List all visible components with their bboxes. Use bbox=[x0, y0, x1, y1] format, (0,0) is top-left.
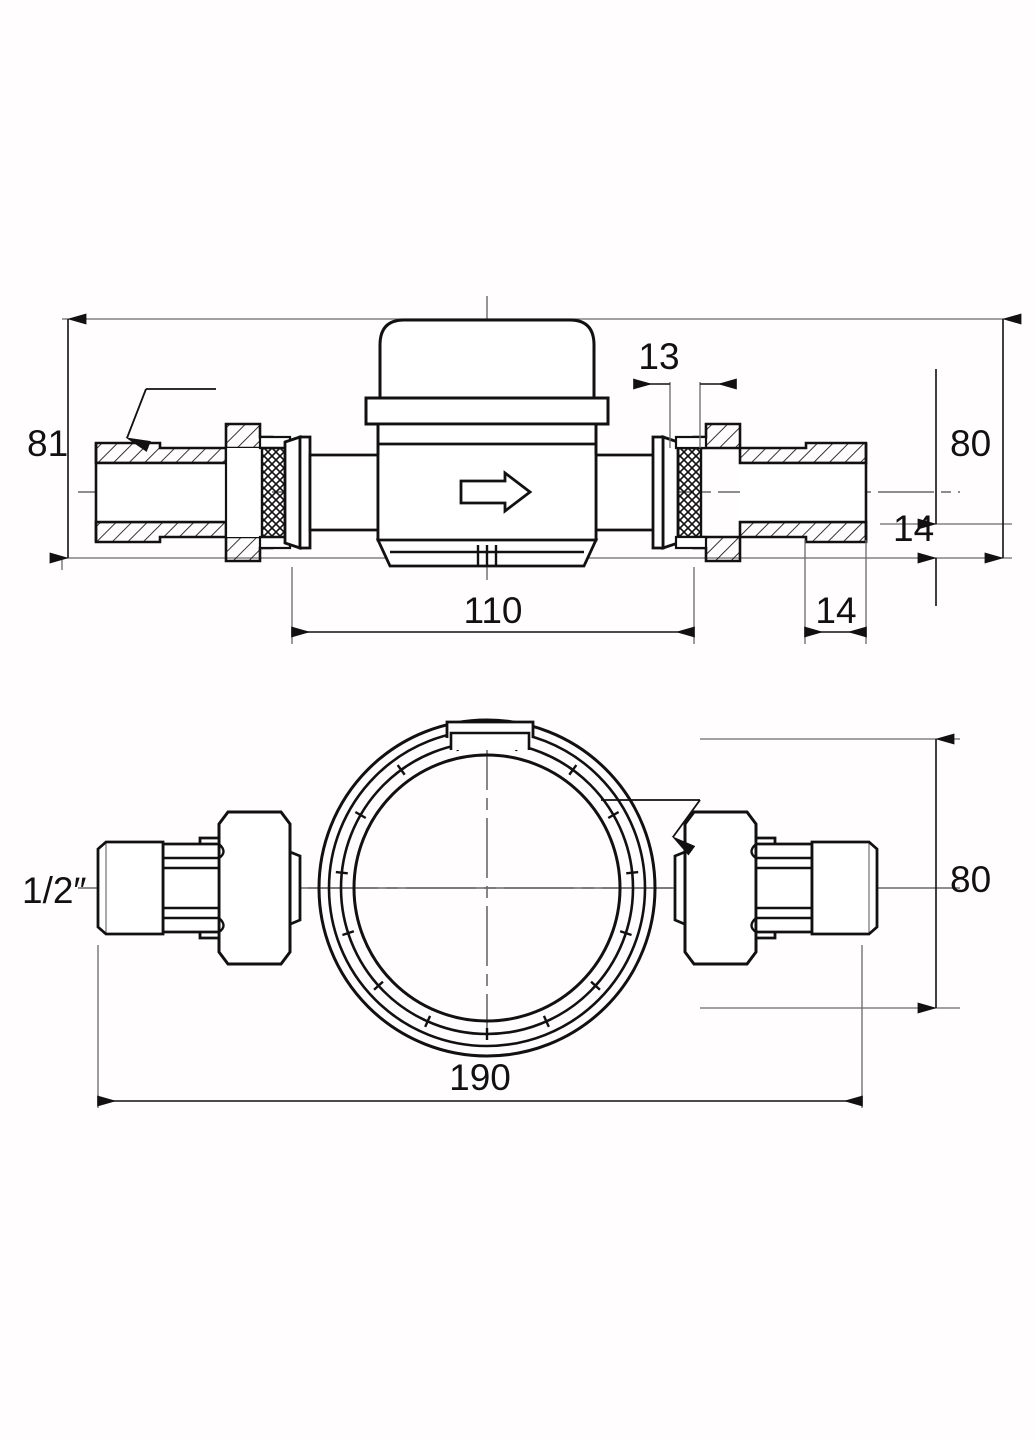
dimension-110-label: 110 bbox=[464, 590, 523, 631]
plan-view: 1/2″ 80 190 bbox=[22, 718, 991, 1108]
dimension-81-label: 81 bbox=[27, 423, 68, 464]
leader-line-plan bbox=[601, 799, 701, 856]
right-body-socket bbox=[651, 435, 680, 550]
left-body-socket bbox=[283, 435, 312, 550]
left-union-nut bbox=[224, 422, 292, 563]
extension-lines-plan bbox=[97, 738, 960, 1108]
dimension-190-label: 190 bbox=[449, 1057, 511, 1098]
flow-direction-arrow bbox=[459, 470, 533, 514]
register-housing bbox=[364, 318, 610, 568]
left-tailpiece bbox=[94, 441, 228, 544]
thread-size-callout: 1/2″ bbox=[22, 870, 87, 911]
register-flange bbox=[364, 396, 610, 426]
register-top-tab bbox=[445, 720, 535, 750]
dimension-13-label: 13 bbox=[638, 336, 679, 377]
dimension-80-elevation: 80 bbox=[950, 313, 1022, 564]
leader-line-elevation bbox=[125, 388, 216, 452]
dimension-14-vertical: 14 bbox=[893, 369, 937, 606]
sectional-elevation-view: 81 13 80 14 bbox=[27, 296, 1022, 644]
dimension-80-plan: 80 bbox=[917, 733, 991, 1014]
thread-size-label: 1/2″ bbox=[22, 870, 87, 911]
dimension-80-elevation-label: 80 bbox=[950, 423, 991, 464]
dimension-81: 81 bbox=[27, 313, 87, 564]
left-gasket bbox=[260, 446, 287, 539]
left-tailpiece-plan bbox=[96, 840, 225, 936]
dimension-14-vertical-label: 14 bbox=[893, 508, 934, 549]
right-tailpiece-plan bbox=[750, 840, 879, 936]
dimension-14-horizontal: 14 bbox=[804, 540, 867, 644]
dimension-80-plan-label: 80 bbox=[950, 859, 991, 900]
right-gasket bbox=[676, 446, 703, 539]
right-tailpiece bbox=[738, 441, 868, 544]
seal-notch bbox=[390, 545, 584, 566]
dimension-110: 110 bbox=[291, 567, 695, 644]
dimension-190: 190 bbox=[97, 1057, 863, 1107]
dimension-14-horizontal-label: 14 bbox=[815, 590, 856, 631]
dimension-13: 13 bbox=[633, 336, 737, 448]
